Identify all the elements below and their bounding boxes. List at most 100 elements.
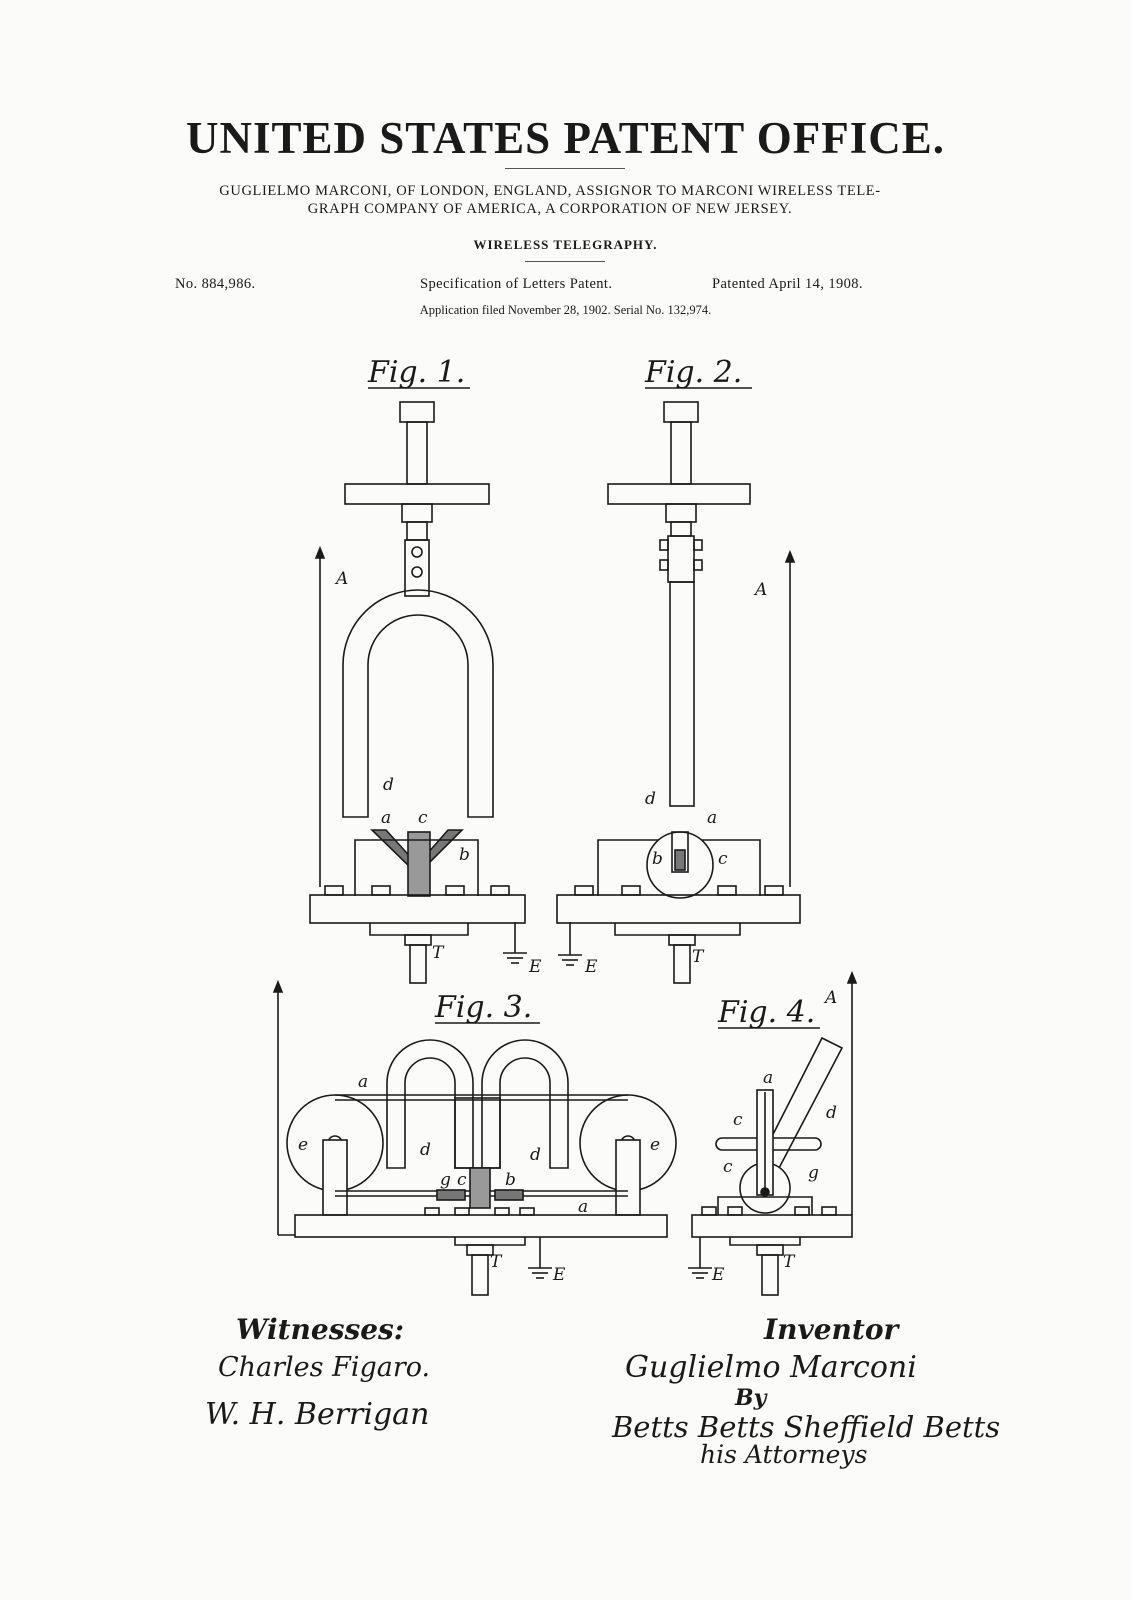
fig1-rod-lower [406, 521, 428, 541]
fig4-label: Fig. 4. [717, 995, 815, 1030]
subject-rule [525, 261, 605, 262]
figure-1: Fig. 1. [309, 355, 542, 984]
fig1-binding-post-3 [445, 885, 465, 896]
fig2-adjust-wheel [607, 483, 751, 505]
fig3-label-c: c [457, 1170, 467, 1190]
fig2-label-b: b [652, 849, 663, 869]
assignor-text: GUGLIELMO MARCONI, OF LONDON, ENGLAND, A… [160, 182, 940, 218]
fig2-collar [665, 503, 697, 523]
fig4-label-g: g [808, 1163, 819, 1183]
assignor-line-2: GRAPH COMPANY OF AMERICA, A CORPORATION … [307, 201, 793, 217]
fig3-aerial-arrow [272, 979, 284, 993]
figure-3: Fig. 3. [272, 979, 677, 1296]
fig3-base [294, 1214, 668, 1238]
fig4-telephone-wire [729, 1237, 801, 1246]
fig1-telephone-body [409, 944, 427, 984]
witness-1-signature: Charles Figaro. [218, 1352, 431, 1383]
fig1-circuit-frame [354, 839, 479, 896]
fig3-label-g: g [440, 1170, 451, 1190]
fig4-telephone-cap [756, 1244, 784, 1256]
fig2-binding-post-1 [574, 885, 594, 896]
patent-office-title: UNITED STATES PATENT OFFICE. [186, 113, 945, 163]
fig1-aerial-arrow [314, 545, 326, 559]
fig3-label-b: b [505, 1170, 516, 1190]
fig3-magnet-left [386, 1039, 474, 1169]
fig1-telephone-cap [404, 934, 432, 946]
fig1-screw-rod [406, 421, 428, 485]
fig2-clamp-nut-4 [693, 559, 703, 571]
figure-2: Fig. 2. [556, 355, 801, 984]
fig1-adjust-wheel [344, 483, 490, 505]
fig3-telephone-wire [454, 1237, 526, 1246]
witness-2-signature: W. H. Berrigan [205, 1397, 430, 1432]
fig2-clamp [667, 535, 695, 583]
by-label: By [735, 1385, 767, 1411]
fig3-telephone-body [471, 1254, 489, 1296]
fig1-clamp [404, 539, 430, 597]
application-filed: Application filed November 28, 1902. Ser… [419, 303, 712, 317]
fig3-pole-g [436, 1189, 466, 1201]
fig2-magnet-side [669, 581, 695, 807]
fig2-binding-post-2 [621, 885, 641, 896]
fig2-telephone-cap [668, 934, 696, 946]
fig2-tube [671, 831, 689, 873]
fig1-label-E: E [528, 957, 542, 977]
patent-number: No. 884,986. [175, 276, 256, 292]
specification-label: Specification of Letters Patent. [420, 276, 613, 292]
fig3-label-a-top: a [358, 1072, 368, 1092]
fig2-screw-rod [670, 421, 692, 485]
figure-4: Fig. 4. A a c d [688, 970, 858, 1296]
fig2-clamp-nut-3 [659, 559, 669, 571]
fig2-screw-head [663, 401, 699, 423]
fig3-label-E: E [552, 1265, 566, 1285]
fig3-label-d-left: d [420, 1140, 431, 1160]
fig2-base [556, 894, 801, 924]
fig1-coherer-c [407, 831, 431, 897]
fig2-label-A: A [753, 580, 767, 600]
fig2-binding-post-3 [717, 885, 737, 896]
fig1-label-b: b [459, 845, 470, 865]
fig2-rod-lower [670, 521, 692, 537]
fig4-label-c-top: c [733, 1110, 743, 1130]
fig3-coherer [469, 1167, 491, 1209]
fig1-clamp-screw-2 [411, 566, 423, 578]
fig4-label-d: d [826, 1103, 837, 1123]
attorneys-label: his Attorneys [700, 1440, 868, 1469]
fig2-coherer-filings [674, 849, 686, 871]
fig1-label-c: c [418, 808, 428, 828]
fig4-circuit-frame [717, 1196, 813, 1215]
fig4-telephone-body [761, 1254, 779, 1296]
fig4-binding-post-3 [794, 1206, 810, 1216]
fig2-clamp-nut-1 [659, 539, 669, 551]
witnesses-heading: Witnesses: [236, 1313, 405, 1346]
fig3-label: Fig. 3. [434, 990, 532, 1025]
fig4-label-a: a [763, 1068, 773, 1088]
fig4-label-T: T [783, 1252, 796, 1272]
fig4-label-E: E [711, 1265, 725, 1285]
fig1-binding-post-4 [490, 885, 510, 896]
fig2-label-T: T [692, 947, 705, 967]
fig1-base [309, 894, 526, 924]
fig2-label-E: E [584, 957, 598, 977]
fig1-clamp-screw-1 [411, 546, 423, 558]
fig3-label-T: T [490, 1252, 503, 1272]
fig3-pole-b [494, 1189, 524, 1201]
fig4-binding-post-2 [727, 1206, 743, 1216]
fig3-drum-right-stand [615, 1139, 641, 1216]
fig1-telephone-wire [369, 923, 469, 936]
fig3-label-e-right: e [650, 1135, 660, 1155]
fig2-aerial-arrow [784, 549, 796, 563]
fig1-binding-post-1 [324, 885, 344, 896]
fig4-label-A: A [823, 988, 837, 1008]
fig3-label-a-bottom: a [578, 1197, 588, 1217]
fig3-binding-post-3 [494, 1207, 510, 1216]
fig3-magnet-right [481, 1039, 569, 1169]
fig3-binding-post-4 [519, 1207, 535, 1216]
patent-subject: WIRELESS TELEGRAPHY. [473, 237, 658, 252]
fig2-telephone-body [673, 944, 691, 984]
inventor-signature: Guglielmo Marconi [625, 1350, 917, 1385]
fig3-binding-post-1 [424, 1207, 440, 1216]
fig2-label: Fig. 2. [644, 355, 742, 390]
attorneys-signature: Betts Betts Sheffield Betts [612, 1410, 1001, 1444]
fig4-aerial-arrow [846, 970, 858, 984]
